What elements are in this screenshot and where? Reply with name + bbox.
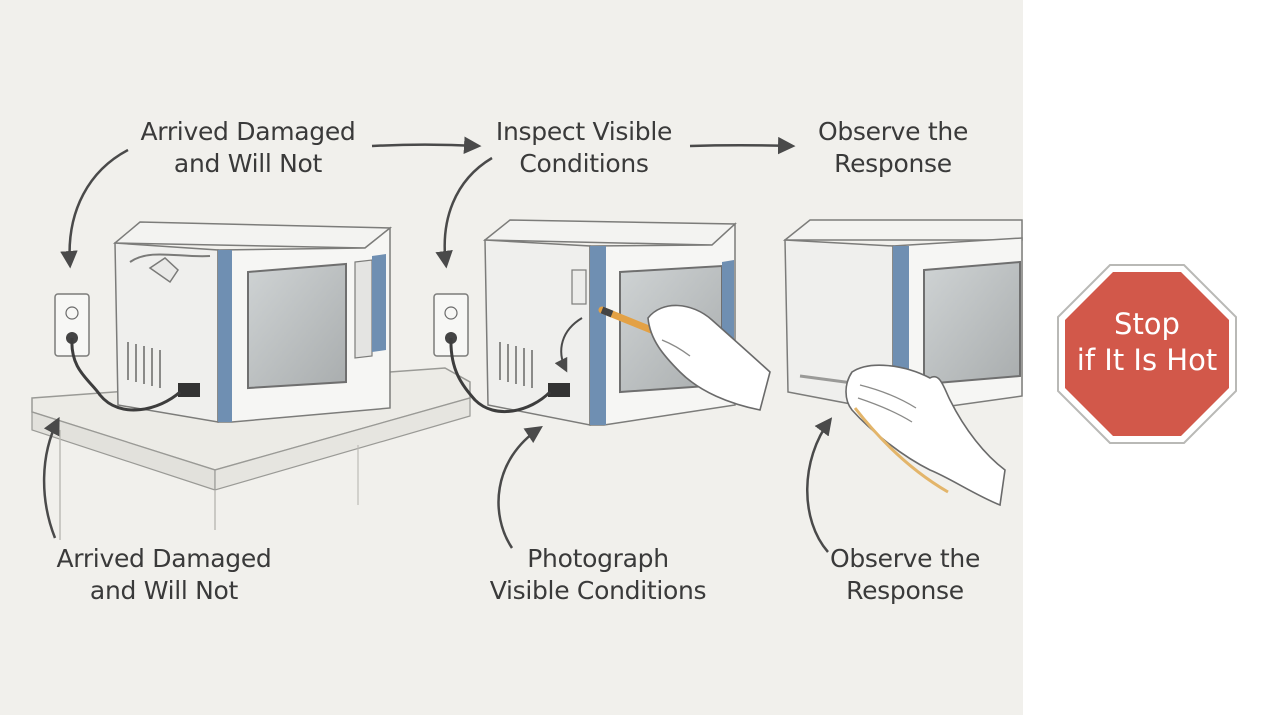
- stop-sign-line2: if It Is Hot: [1076, 343, 1218, 377]
- arrow-step2-to-step3: [689, 136, 796, 155]
- step1-bottom-label: Arrived Damaged and Will Not: [44, 543, 284, 607]
- arrow-bottom1-to-counter: [42, 416, 60, 539]
- hand-touching-microwave: [845, 364, 1006, 507]
- arrow-step1-to-step2: [371, 136, 482, 155]
- step1-top-line2: and Will Not: [173, 149, 323, 178]
- step1-top-line1: Arrived Damaged: [140, 117, 356, 146]
- hand-holding-pencil: [598, 304, 771, 411]
- step2-top-label: Inspect Visible Conditions: [472, 116, 696, 180]
- power-cord-1: [70, 337, 182, 412]
- wall-outlet-1: [54, 293, 90, 357]
- step3-top-label: Observe the Response: [788, 116, 998, 180]
- stop-sign-line1: Stop: [1114, 307, 1180, 341]
- arrow-bottom3-to-hand: [806, 417, 833, 553]
- step1-top-label: Arrived Damaged and Will Not: [128, 116, 368, 180]
- step2-bottom-label: Photograph Visible Conditions: [478, 543, 718, 607]
- step2-bottom-line2: Visible Conditions: [489, 576, 707, 605]
- step3-top-line1: Observe the: [817, 117, 969, 146]
- step2-top-line1: Inspect Visible: [495, 117, 673, 146]
- step3-bottom-label: Observe the Response: [800, 543, 1010, 607]
- step2-bottom-line1: Photograph: [527, 544, 669, 573]
- microwave-damaged: [112, 221, 393, 423]
- step1-bottom-line1: Arrived Damaged: [56, 544, 272, 573]
- power-cord-2: [449, 337, 552, 414]
- step1-bottom-line2: and Will Not: [89, 576, 239, 605]
- step3-bottom-line1: Observe the: [829, 544, 981, 573]
- stop-sign-text: Stop if It Is Hot: [1060, 306, 1234, 378]
- step3-bottom-line2: Response: [846, 576, 964, 605]
- stop-sign: [1057, 264, 1237, 444]
- arrow-label1-to-microwave: [60, 148, 129, 269]
- step3-top-line2: Response: [834, 149, 952, 178]
- arrow-bottom2-to-cord: [497, 426, 543, 549]
- step2-top-line2: Conditions: [519, 149, 649, 178]
- arrow-label2-to-microwave: [435, 156, 493, 269]
